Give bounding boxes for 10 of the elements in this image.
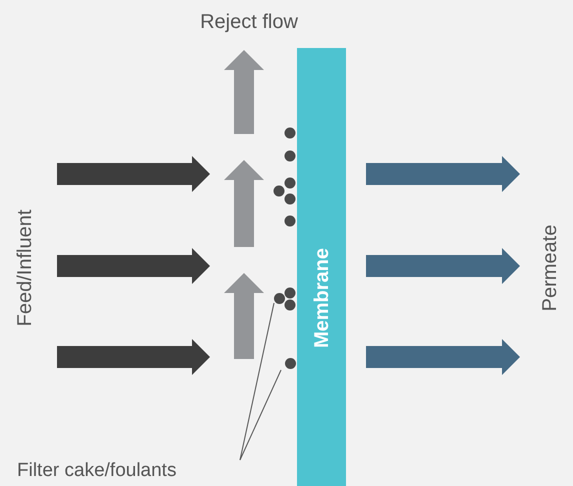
callout-label: Filter cake/foulants — [17, 460, 243, 482]
leader-line — [240, 370, 282, 460]
leader-line — [240, 302, 274, 460]
flow-label: Reject flow — [200, 12, 298, 32]
membrane-label: Membrane — [312, 248, 332, 348]
particle-dot — [284, 358, 296, 368]
membrane-bar — [297, 48, 346, 486]
flow-label: Permeate — [540, 224, 560, 312]
flow-label: Feed/Influent — [15, 210, 35, 326]
particle-dot — [274, 292, 284, 304]
